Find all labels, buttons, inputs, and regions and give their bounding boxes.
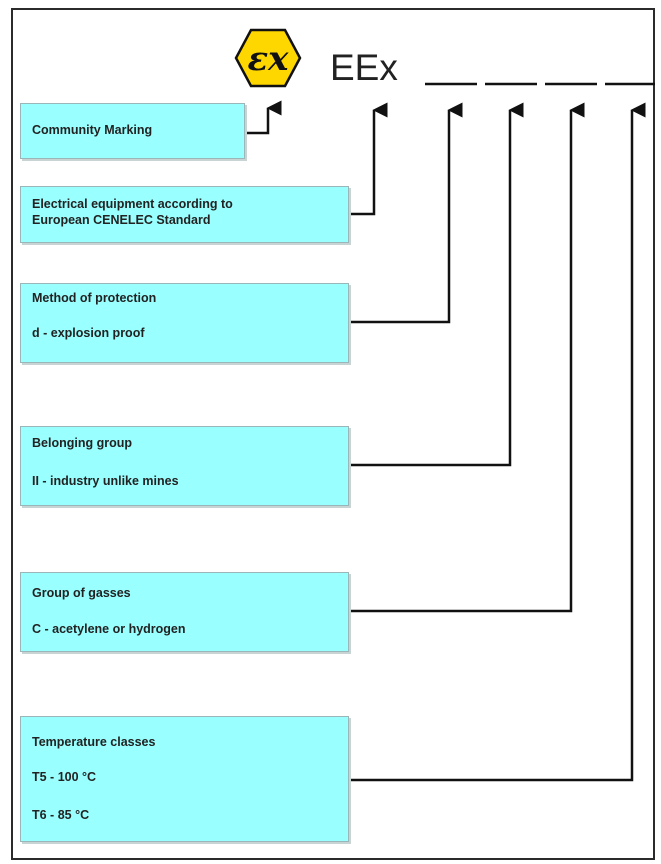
- community-marking-label: Community Marking: [32, 123, 153, 137]
- ex-hexagon-logo-icon: εx: [234, 28, 302, 88]
- belonging-group-box: Belonging group II - industry unlike min…: [20, 426, 349, 506]
- arrow-up-icon: [349, 102, 646, 782]
- community-marking-box: Community Marking: [20, 103, 245, 159]
- group-of-gasses-title: Group of gasses: [32, 586, 131, 600]
- method-of-protection-value: d - explosion proof: [32, 326, 145, 340]
- group-of-gasses-value: C - acetylene or hydrogen: [32, 622, 186, 636]
- temperature-classes-title: Temperature classes: [32, 735, 156, 749]
- electrical-equipment-line2: European CENELEC Standard: [32, 213, 211, 227]
- temperature-class-t6: T6 - 85 °C: [32, 808, 90, 822]
- eex-code: EEx: [330, 47, 398, 88]
- ex-logo-text: εx: [248, 39, 290, 79]
- temperature-class-t5: T5 - 100 °C: [32, 770, 97, 784]
- belonging-group-title: Belonging group: [32, 436, 132, 450]
- arrow-up-icon: [349, 102, 524, 467]
- temperature-classes-box: Temperature classes T5 - 100 °C T6 - 85 …: [20, 716, 349, 842]
- method-of-protection-title: Method of protection: [32, 291, 157, 305]
- arrow-up-icon: [349, 102, 388, 216]
- belonging-group-value: II - industry unlike mines: [32, 474, 179, 488]
- arrow-up-icon: [349, 102, 585, 613]
- electrical-equipment-box: Electrical equipment according to Europe…: [20, 186, 349, 243]
- arrow-up-icon: [246, 100, 282, 135]
- group-of-gasses-box: Group of gasses C - acetylene or hydroge…: [20, 572, 349, 652]
- electrical-equipment-line1: Electrical equipment according to: [32, 197, 233, 211]
- arrow-up-icon: [349, 102, 463, 324]
- method-of-protection-box: Method of protection d - explosion proof: [20, 283, 349, 363]
